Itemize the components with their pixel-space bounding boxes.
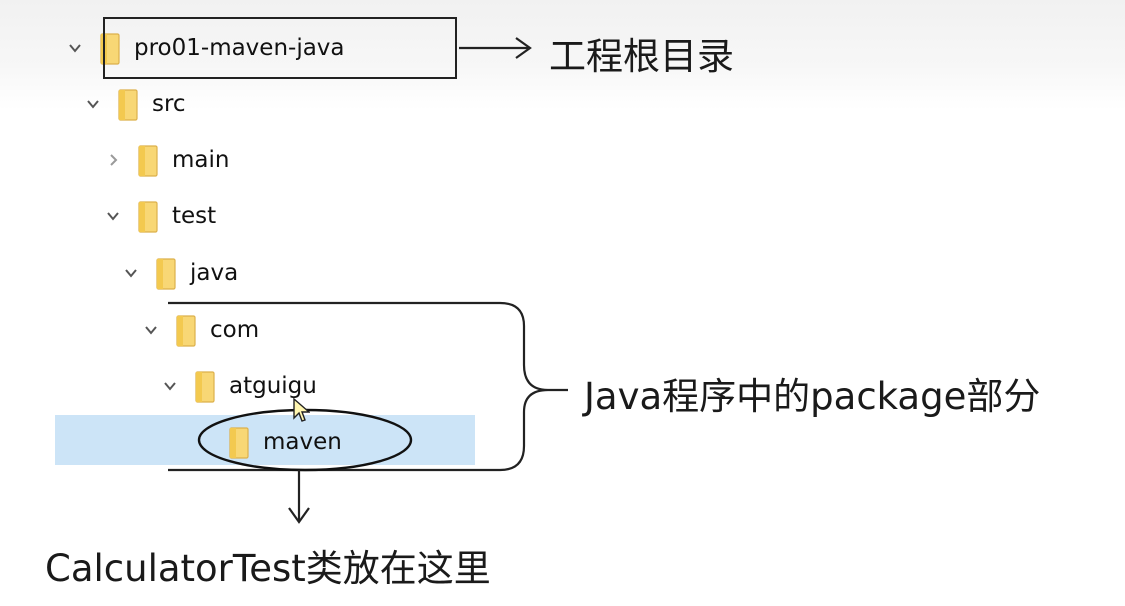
chevron-down-icon[interactable] [106, 209, 120, 223]
mouse-cursor-icon [293, 398, 310, 422]
chevron-down-icon[interactable] [144, 323, 158, 337]
tree-row-label: test [172, 203, 217, 229]
tree-row-label: main [172, 147, 230, 173]
folder-icon [156, 256, 176, 290]
tree-row-java[interactable]: java [124, 251, 238, 295]
selected-row-highlight [55, 415, 475, 465]
tree-row-label: pro01-maven-java [134, 35, 345, 61]
folder-icon [118, 87, 138, 121]
folder-icon [229, 425, 249, 459]
tree-row-label: com [210, 317, 260, 343]
folder-icon [176, 313, 196, 347]
chevron-down-icon[interactable] [163, 379, 177, 393]
root-highlight-box [103, 17, 457, 79]
chevron-down-icon[interactable] [86, 97, 100, 111]
tree-row-com[interactable]: com [144, 308, 259, 352]
tree-row-maven[interactable]: maven [229, 420, 342, 464]
tree-row-label: atguigu [229, 373, 317, 399]
tree-row-label: java [190, 260, 239, 286]
tree-row-label: maven [263, 429, 342, 455]
package-brace-icon [168, 301, 568, 472]
tree-row-main[interactable]: main [106, 138, 229, 182]
chevron-down-icon[interactable] [68, 41, 82, 55]
folder-icon [138, 143, 158, 177]
folder-icon [195, 369, 215, 403]
chevron-right-icon[interactable] [106, 153, 120, 167]
tree-row-atguigu[interactable]: atguigu [163, 364, 317, 408]
down-arrow-icon [288, 470, 310, 524]
class-location-annotation-label: CalculatorTest类放在这里 [45, 547, 491, 590]
root-arrow-icon [459, 37, 532, 59]
tree-row-src[interactable]: src [86, 82, 186, 126]
package-annotation-label: Java程序中的package部分 [584, 375, 1041, 418]
root-annotation-label: 工程根目录 [549, 35, 734, 78]
tree-row-label: src [152, 91, 186, 117]
chevron-down-icon[interactable] [124, 266, 138, 280]
folder-icon [138, 199, 158, 233]
tree-row-test[interactable]: test [106, 194, 216, 238]
